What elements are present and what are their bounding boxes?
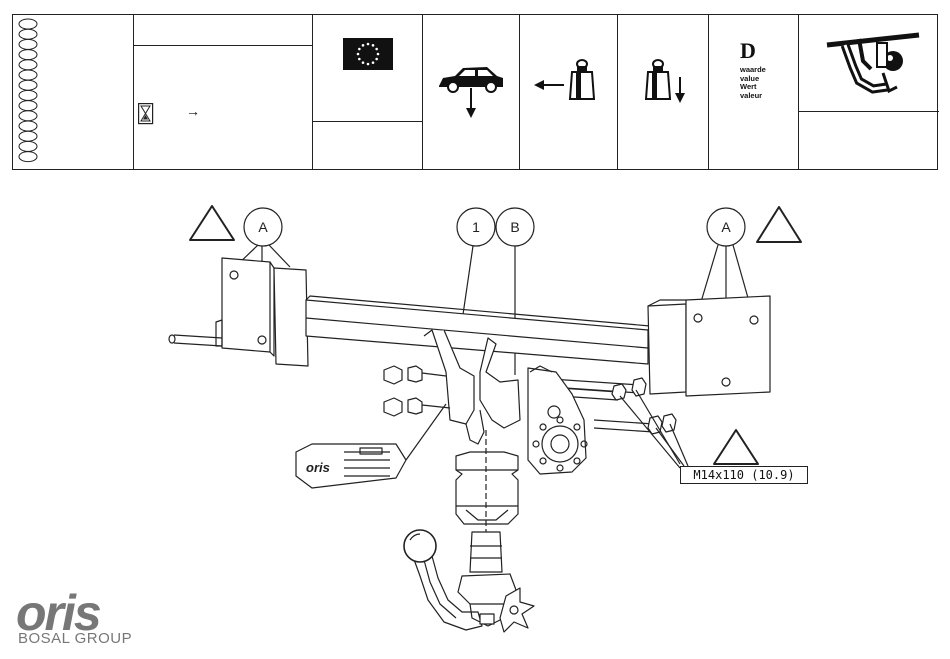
warning-triangle-left	[190, 206, 234, 240]
identification-plate	[296, 404, 446, 488]
coupling-shaft	[470, 532, 502, 572]
tow-ball	[404, 530, 436, 562]
bolt-spec-label: M14x110 (10.9)	[680, 466, 808, 484]
right-end-plate	[648, 304, 686, 394]
nuts-left	[384, 366, 450, 416]
callout-a-right: A	[721, 219, 731, 235]
left-side-bracket	[222, 258, 270, 352]
warning-triangle-right	[757, 207, 801, 242]
warning-triangle-bolts	[714, 430, 758, 464]
main-crossbar	[306, 300, 648, 364]
plate-brand: oris	[306, 460, 330, 475]
callout-b: B	[510, 219, 519, 235]
bosal-group-tagline: BOSAL GROUP	[18, 630, 132, 647]
receiver-housing	[456, 452, 518, 524]
callout-a-left: A	[258, 219, 268, 235]
right-side-bracket	[686, 296, 770, 396]
callout-1: 1	[472, 219, 480, 235]
left-end-plate	[274, 268, 308, 366]
